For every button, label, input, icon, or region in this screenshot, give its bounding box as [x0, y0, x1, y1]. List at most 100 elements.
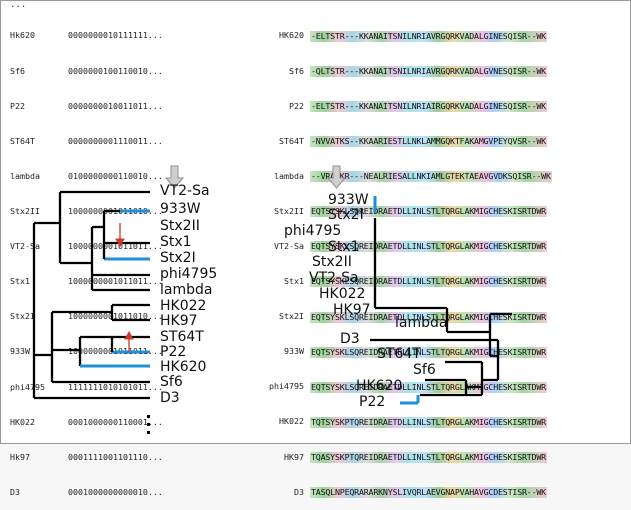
- alignment-sequence: TASQLNPEQRARARKNYSLIVQRLAEVGNAPVAHAVGCDE…: [310, 486, 547, 498]
- alignment-sequence-text: EQTSYSKLSQREIDRAETDLLINLSTLTQRGLAKMIGCHE…: [311, 276, 546, 287]
- alignment-row: P22 -ELTSTR---KKANAITSNILNRIAIRGQRKVADALG…: [246, 101, 552, 113]
- alignment-row-name: Stx2II: [274, 205, 304, 216]
- alignment-row: HK620 -ELTSTR---KKANAITSNILNRIAVRGQRKVADA…: [246, 30, 552, 42]
- left-tree-label: Stx1: [160, 234, 192, 250]
- right-tree-label: D3: [340, 331, 360, 347]
- right-dendrogram: [370, 196, 512, 405]
- matrix-row-name: P22: [10, 100, 25, 111]
- alignment-sequence: TQASYSKPTQREIDRAETDLLINLSTLTQRGLAKMIGCHE…: [310, 451, 547, 463]
- left-tree-label: D3: [160, 390, 180, 406]
- alignment-row-name: Stx1: [284, 276, 304, 287]
- matrix-row: lambda 0100000000110010...: [10, 171, 163, 183]
- matrix-row-name: HK022: [10, 416, 35, 427]
- matrix-row-bits: 1000000001011011...: [68, 276, 163, 287]
- left-tree-label: Stx2II: [160, 218, 200, 234]
- alignment-sequence: EQTSYSKLSQREIDRAETDLLINLSTLTQRGLAKMIGCHE…: [310, 241, 547, 253]
- matrix-row-name: Stx1: [10, 276, 30, 287]
- alignment-sequence-text: -ELTSTR---KKANAITSNILNRIAIRGQRKVADALGINE…: [311, 100, 546, 111]
- matrix-row-name: phi4795: [10, 381, 45, 392]
- left-tree-label: Sf6: [160, 374, 183, 390]
- alignment-row-name: 933W: [284, 346, 304, 357]
- left-tree-label: HK022: [160, 298, 207, 314]
- alignment-row-name: P22: [289, 100, 304, 111]
- alignment-row-name: ST64T: [279, 135, 304, 146]
- left-tree-label: Stx2I: [160, 250, 196, 266]
- matrix-row: Sf6 0000000100110010...: [10, 66, 163, 78]
- down-arrow-icon: [326, 165, 347, 189]
- matrix-row-name: Hk620: [10, 30, 35, 41]
- alignment-sequence: EQTSYSKLSQREIDRAETDLLINLSTLTQRGLAKMIGCHE…: [310, 276, 547, 288]
- alignment-row-name: HK620: [279, 30, 304, 41]
- alignment-row-name: D3: [294, 486, 304, 497]
- alignment-sequence: -NVVATKS--KKAARIESTLLNKLAMMGQKTFAKAMGVPE…: [310, 136, 547, 148]
- alignment-row-name: Stx2I: [279, 311, 304, 322]
- alignment-row: HK97 TQASYSKPTQREIDRAETDLLINLSTLTQRGLAKMI…: [246, 452, 552, 464]
- alignment-row-name: HK97: [284, 451, 304, 462]
- swap-arrow-icon: [124, 330, 134, 352]
- matrix-row-name: lambda: [10, 170, 40, 181]
- alignment-sequence-text: --VRANKR---NEALRIESALLNKIAMLGTEKTAEAVGVD…: [311, 171, 551, 182]
- right-tree-label: HK97: [333, 302, 371, 318]
- right-tree-label: ST64T: [377, 346, 421, 362]
- alignment-sequence-text: -QLTSTR---KKANAITSNILNRIAVRGQRKVADALGVNE…: [311, 65, 546, 76]
- matrix-row-bits: 0000000100110010...: [68, 65, 163, 76]
- left-tree-label: phi4795: [160, 266, 218, 282]
- alignment-row-name: VT2-Sa: [274, 240, 304, 251]
- right-tree-label: phi4795: [284, 223, 342, 239]
- matrix-row-bits: 0001000000000010...: [68, 486, 163, 497]
- matrix-row-name: VT2-Sa: [10, 241, 40, 252]
- matrix-row: Stx1 1000000001011011...: [10, 276, 163, 288]
- matrix-row-bits: 1000000001011010...: [68, 311, 163, 322]
- matrix-row-name: D3: [10, 486, 20, 497]
- matrix-row-bits: 0100000000110010...: [68, 170, 163, 181]
- alignment-sequence: EQTSYSKLSQREIDRAETDLLINLSTLTQRGLAKMIGCHE…: [310, 381, 547, 393]
- alignment-sequence: -QLTSTR---KKANAITSNILNRIAVRGQRKVADALGVNE…: [310, 65, 547, 77]
- alignment-row: ST64T -NVVATKS--KKAARIESTLLNKLAMMGQKTFAKA…: [246, 136, 552, 148]
- right-tree-label: Sf6: [413, 362, 436, 378]
- matrix-row-name: Stx2II: [10, 205, 40, 216]
- alignment-sequence: EQTSYSKLSQREIDRAETDLLINLSTLTQRGLAKMIGCHE…: [310, 346, 547, 358]
- right-tree-label: HK022: [319, 286, 366, 302]
- right-tree-label: HK620: [356, 378, 403, 394]
- alignment-row-name: HK022: [279, 416, 304, 427]
- matrix-row-name: Sf6: [10, 65, 25, 76]
- matrix-row-name: Hk97: [10, 451, 30, 462]
- matrix-row-name: 933W: [10, 346, 30, 357]
- alignment-row-name: phi4795: [269, 381, 304, 392]
- alignment-row: Stx2I EQTSYSKLSQREIDRAETDLLINLSTLTQRGLAKM…: [246, 311, 552, 323]
- swap-arrow-icon: [115, 223, 125, 248]
- alignment-sequence: -ELTSTR---KKANAITSNILNRIAVRGQRKVADALGINE…: [310, 30, 547, 42]
- right-tree-label: lambda: [395, 315, 448, 331]
- alignment-sequence-text: EQTSYSKLSQREIDRAETDLLINLSTLTQRGLAKMIGCHE…: [311, 206, 546, 217]
- alignment-sequence-text: TQASYSKPTQREIDRAETDLLINLSTLTQRGLAKMIGCHE…: [311, 451, 546, 462]
- alignment-sequence: --VRANKR---NEALRIESALLNKIAMLGTEKTAEAVGVD…: [310, 171, 552, 183]
- left-tree-label: VT2-Sa: [160, 183, 210, 199]
- alignment-sequence: EQTSYSKLSQREIDRAETDLLINLSTLTQRGLAKMIGCHE…: [310, 311, 547, 323]
- matrix-row: P22 0000000010011011...: [10, 101, 163, 113]
- left-tree-label: P22: [160, 344, 187, 360]
- alignment-row: VT2-Sa EQTSYSKLSQREIDRAETDLLINLSTLTQRGLAK…: [246, 241, 552, 253]
- right-tree-label: Stx2II: [312, 254, 352, 270]
- alignment-sequence-text: EQTSYSKLSQREIDRAETDLLINLSTLTQRGLAKMIGCHE…: [311, 381, 546, 392]
- matrix-row-bits: 0000000010111111...: [68, 30, 163, 41]
- alignment-row: lambda --VRANKR---NEALRIESALLNKIAMLGTEKTA…: [246, 171, 552, 183]
- down-arrow-icon: [164, 165, 185, 189]
- left-tree-label: HK620: [160, 359, 207, 375]
- matrix-row: D3 0001000000000010...: [10, 487, 163, 499]
- alignment-sequence-text: EQTSYSKLSQREIDRAETDLLINLSTLTQRGLAKMIGCHE…: [311, 311, 546, 322]
- alignment-row: D3 TASQLNPEQRARARKNYSLIVQRLAEVGNAPVAHAVGC…: [246, 487, 552, 499]
- matrix-row-name: Stx2I: [10, 311, 35, 322]
- alignment-row-name: Sf6: [289, 65, 304, 76]
- matrix-row-bits: 0000000001110011...: [68, 135, 163, 146]
- left-tree-label: HK97: [160, 313, 198, 329]
- alignment-sequence: -ELTSTR---KKANAITSNILNRIAIRGQRKVADALGINE…: [310, 100, 547, 112]
- matrix-row-name: ST64T: [10, 135, 35, 146]
- matrix-row-bits: 0000000010011011...: [68, 100, 163, 111]
- left-tree-label: lambda: [160, 282, 213, 298]
- alignment-row-name: lambda: [274, 170, 304, 181]
